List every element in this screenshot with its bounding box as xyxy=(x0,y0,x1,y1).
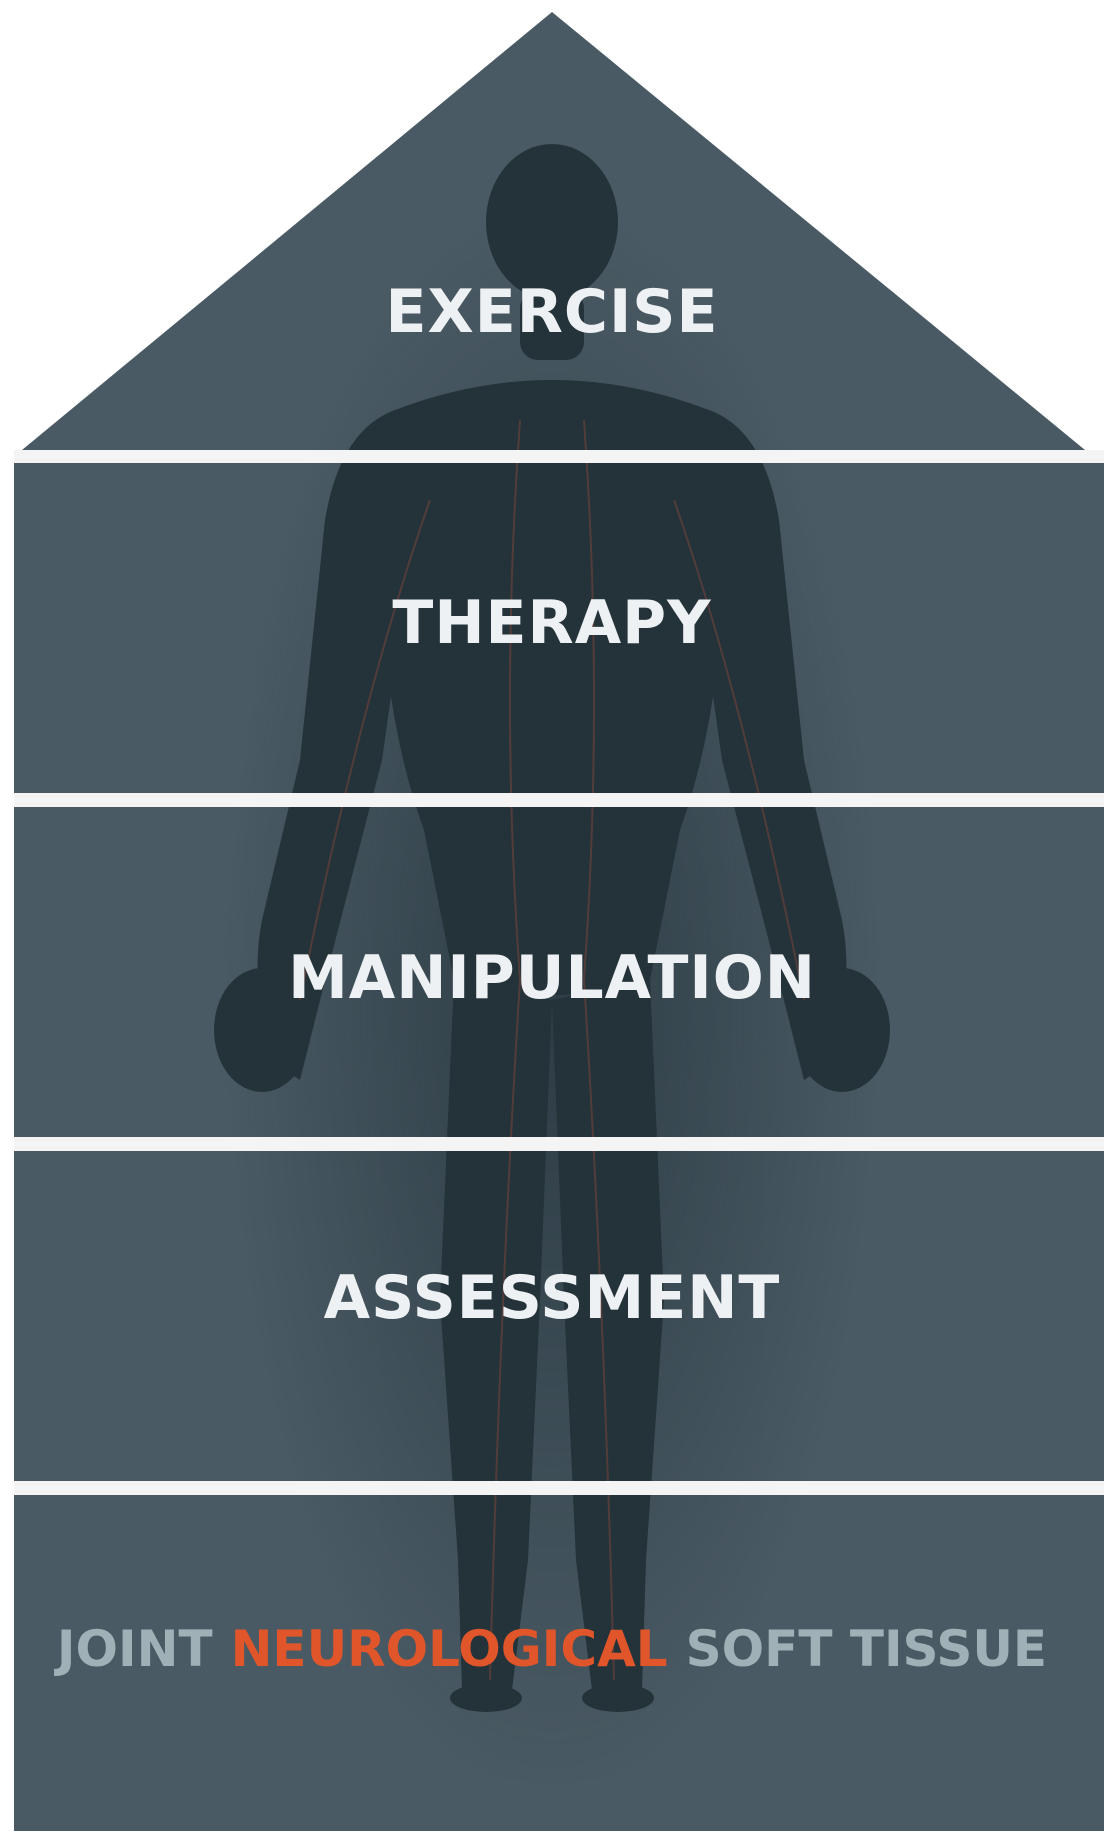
divider-2 xyxy=(14,793,1104,807)
foundation-labels: JOINT NEUROLOGICAL SOFT TISSUE xyxy=(0,1624,1104,1674)
tier-label-exercise: EXERCISE xyxy=(0,282,1104,342)
divider-1 xyxy=(14,450,1104,463)
tier-label-assessment: ASSESSMENT xyxy=(0,1268,1104,1328)
foundation-label-neurological: NEUROLOGICAL xyxy=(231,1624,668,1674)
tier-label-manipulation: MANIPULATION xyxy=(0,948,1104,1008)
divider-4 xyxy=(14,1481,1104,1495)
foundation-label-soft-tissue: SOFT TISSUE xyxy=(686,1624,1047,1674)
foundation-label-joint: JOINT xyxy=(57,1624,213,1674)
tier-label-therapy: THERAPY xyxy=(0,593,1104,653)
divider-3 xyxy=(14,1137,1104,1151)
